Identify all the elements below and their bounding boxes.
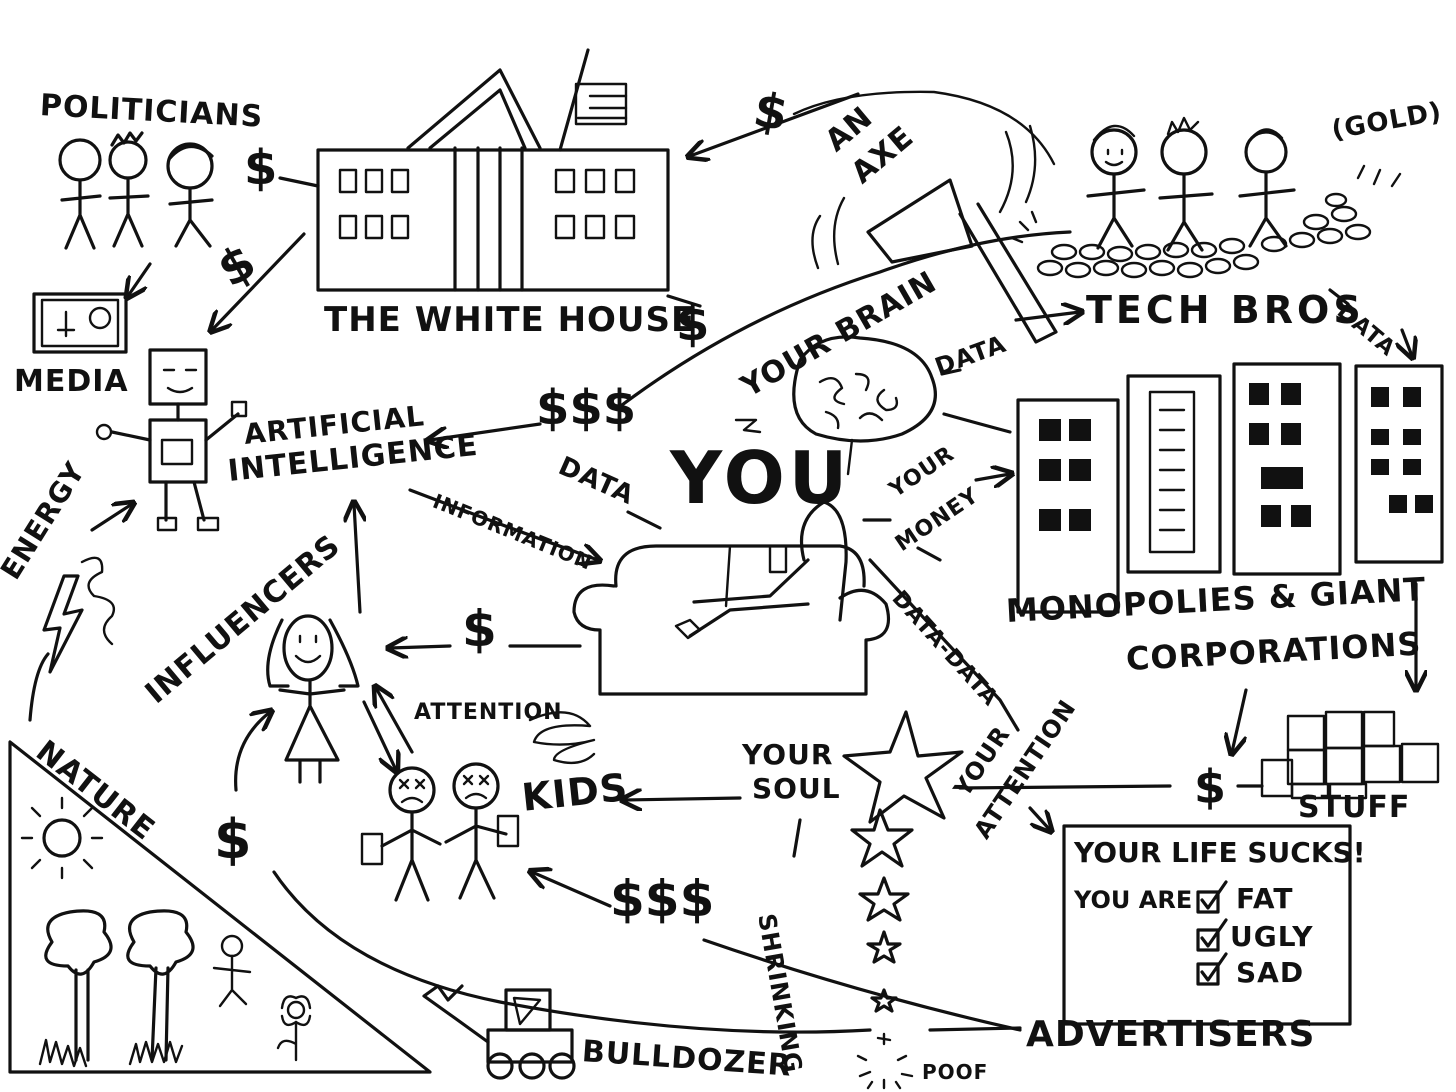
corporations-drawing [1016, 362, 1444, 614]
ad-checkmark [1200, 952, 1228, 982]
ad-option-ugly: UGLY [1230, 920, 1314, 953]
ad-checkmark [1200, 918, 1228, 948]
kids-drawing [360, 762, 520, 902]
ad-option-fat: FAT [1236, 882, 1294, 915]
your-soul-label-line2: SOUL [752, 772, 841, 805]
energy-lightning-drawing [42, 556, 116, 674]
couch-you-drawing [572, 500, 891, 696]
you-label: YOU [670, 436, 852, 520]
bulldozer-drawing [422, 984, 576, 1080]
dollar-politicians: $ [244, 140, 278, 196]
stuff-boxes-drawing [1260, 710, 1440, 800]
flow-attention-kids: ATTENTION [414, 700, 563, 725]
media-label: MEDIA [14, 364, 129, 399]
ad-headline: YOUR LIFE SUCKS! [1074, 836, 1366, 869]
dollar-whitehouse-brain: $ [676, 296, 710, 352]
influencer-drawing [266, 614, 360, 784]
tech-bros-drawing [792, 90, 1402, 279]
nature-drawing [8, 740, 432, 1074]
your-soul-label-line1: YOUR [742, 738, 834, 771]
politicians-figures [58, 131, 214, 250]
advertisers-label: ADVERTISERS [1026, 1014, 1316, 1055]
dollar-stuff: $ [1194, 760, 1227, 814]
dollar-nature: $ [214, 808, 252, 871]
media-tv-drawing [32, 292, 128, 354]
white-house-label: THE WHITE HOUSE [324, 300, 696, 340]
poof-label: POOF [922, 1060, 989, 1084]
dollars-advertisers-kids: $$$ [610, 870, 715, 928]
brain-drawing [734, 335, 937, 476]
dollars-ai: $$$ [536, 380, 637, 436]
white-house-drawing [316, 48, 670, 292]
connectors [28, 92, 1416, 1034]
dollar-influencers: $ [462, 600, 497, 658]
ad-board-drawing [1062, 824, 1352, 1026]
ai-robot-drawing [95, 348, 248, 532]
ad-checkmark [1200, 880, 1228, 910]
stuff-label: STUFF [1298, 790, 1411, 825]
ad-you-are: YOU ARE [1074, 886, 1193, 914]
tech-bros-label: TECH BROS [1086, 288, 1365, 332]
ad-option-sad: SAD [1236, 956, 1305, 989]
attention-scribble [528, 711, 596, 765]
